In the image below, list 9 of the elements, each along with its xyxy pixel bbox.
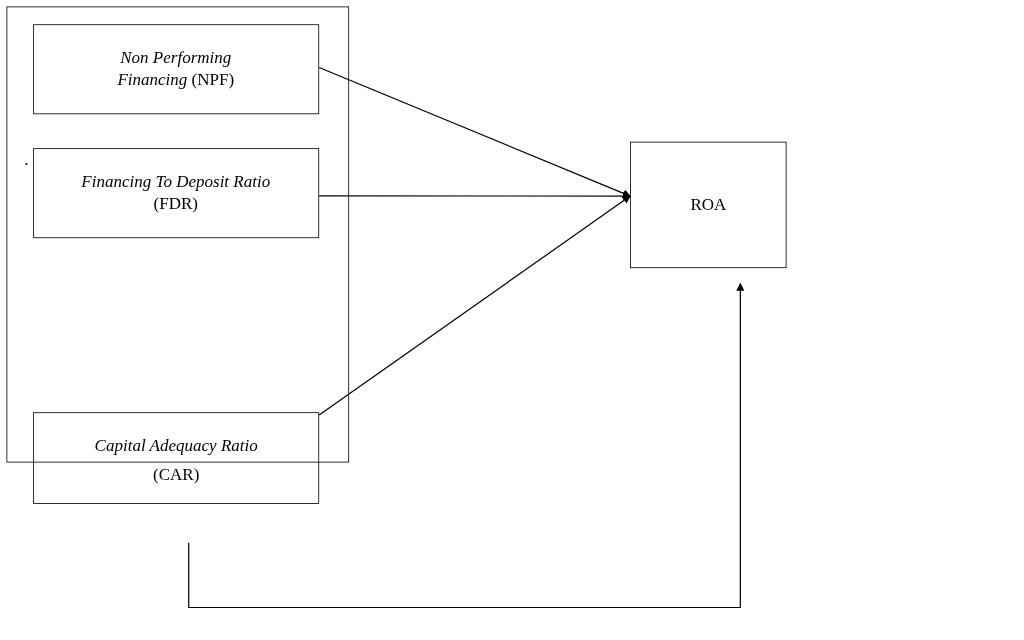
arrow <box>188 282 745 609</box>
node-label: Non Performing Financing (NPF) <box>116 46 236 91</box>
node-label: Capital Adequacy Ratio (CAR) <box>93 434 259 487</box>
node-label: Financing To Deposit Ratio (FDR) <box>80 170 272 215</box>
arrow <box>318 195 631 416</box>
arrow <box>318 66 631 198</box>
arrow <box>318 192 631 201</box>
dot-mark: . <box>24 149 29 171</box>
node-label: ROA <box>690 193 727 216</box>
